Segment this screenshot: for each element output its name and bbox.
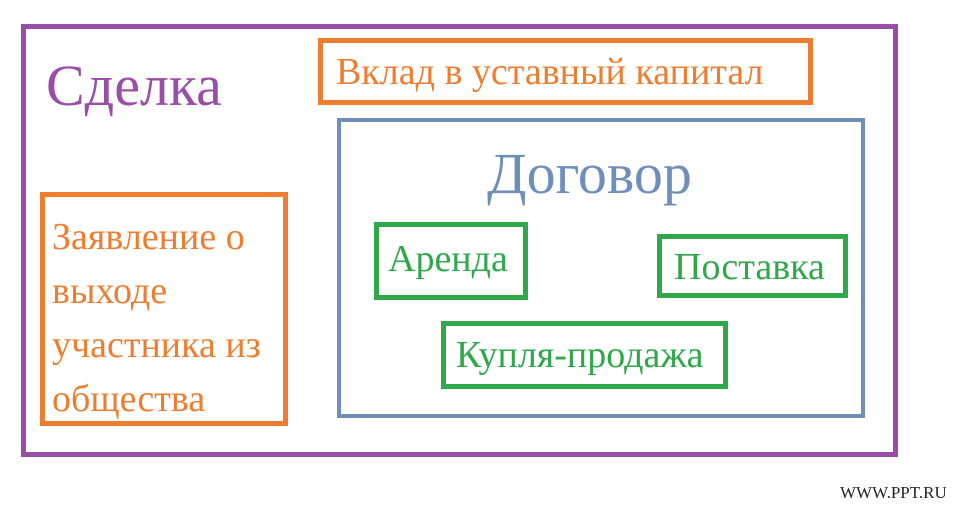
line: Заявление о (52, 216, 245, 258)
contract-box (337, 118, 865, 418)
withdrawal-statement-box (40, 192, 288, 426)
line: общества (52, 378, 206, 420)
lease-box (374, 222, 528, 300)
footer-watermark: WWW.PPT.RU (840, 483, 947, 502)
supply-box (657, 234, 848, 298)
capital-contribution-box (318, 38, 813, 105)
line: участника из (52, 324, 261, 366)
deal-title: Сделка (46, 53, 222, 118)
line: выходе (52, 270, 168, 312)
capital-contribution-label: Вклад в уставный капитал (336, 51, 764, 93)
deal-frame (21, 24, 898, 457)
withdrawal-statement-label: Заявление о выходе участника из общества (52, 210, 261, 426)
supply-label: Поставка (674, 246, 825, 288)
contract-title: Договор (487, 141, 692, 206)
lease-label: Аренда (388, 238, 508, 280)
purchase-sale-label: Купля-продажа (456, 334, 704, 376)
purchase-sale-box (441, 321, 728, 389)
